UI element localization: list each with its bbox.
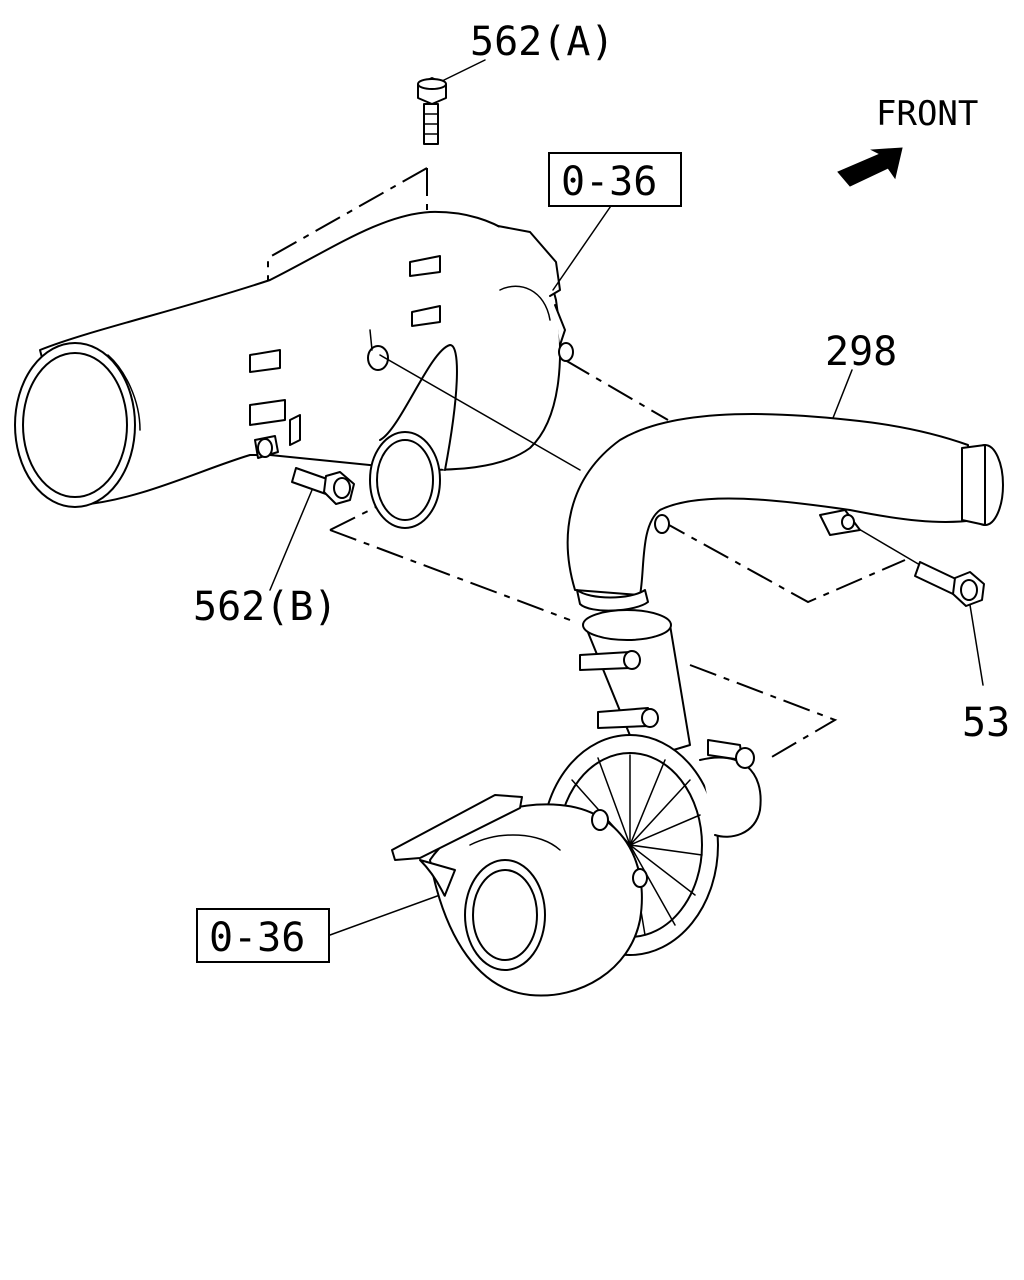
label-ref-upper: 0-36 (561, 159, 657, 205)
hose-298 (566, 413, 1004, 612)
turbocharger (391, 609, 762, 997)
label-ref-lower: 0-36 (209, 915, 305, 961)
label-298: 298 (825, 329, 897, 375)
intake-duct (14, 210, 574, 529)
bolt-53 (914, 561, 985, 607)
label-562a: 562(A) (470, 19, 615, 65)
front-arrow-icon (837, 147, 903, 187)
bolt-562a (417, 77, 447, 145)
label-562b: 562(B) (193, 584, 338, 630)
ref-box-upper (548, 152, 682, 207)
label-front: FRONT (876, 94, 978, 134)
bolt-562b (291, 467, 355, 505)
ref-box-lower (196, 908, 330, 963)
label-53: 53 (962, 700, 1010, 746)
